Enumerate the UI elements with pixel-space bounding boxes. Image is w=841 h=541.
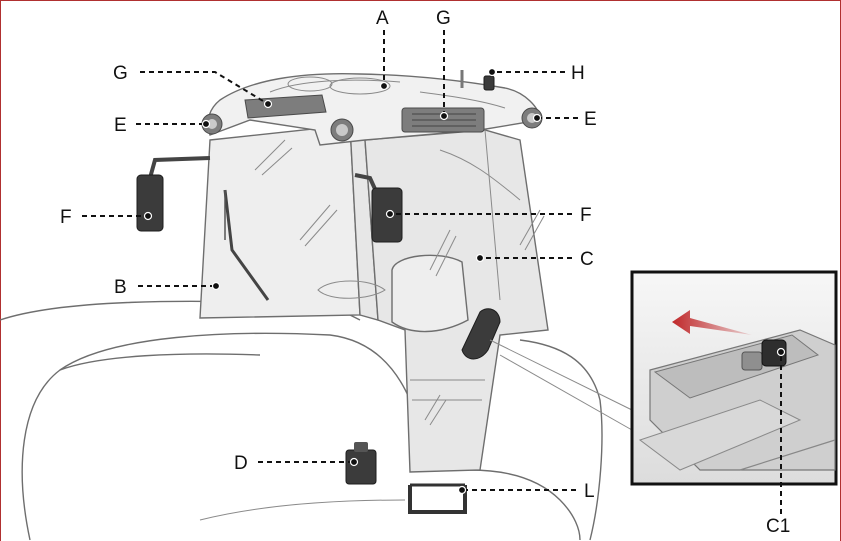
wiper [223, 189, 270, 301]
callout-h: H [571, 63, 585, 84]
step [408, 485, 467, 514]
callout-g-left: G [113, 63, 128, 84]
callout-f-right: F [580, 205, 592, 226]
callout-b: B [114, 277, 127, 298]
callout-e-left: E [114, 115, 127, 136]
roof-vent-front [244, 94, 327, 119]
left-window [199, 124, 361, 319]
mirror-left [136, 174, 164, 232]
callout-a: A [376, 8, 389, 29]
tractor-cab [199, 123, 549, 473]
callout-l: L [584, 481, 595, 502]
callout-g-top: G [436, 8, 451, 29]
glass-reflections [254, 139, 545, 426]
tractor-body [0, 300, 603, 541]
callout-c1: C1 [766, 516, 790, 537]
cab-roof [201, 70, 543, 146]
callout-d: D [234, 453, 248, 474]
callout-e-right: E [584, 109, 597, 130]
antenna-base [483, 75, 495, 91]
callout-c: C [580, 249, 594, 270]
callout-leaders [82, 30, 786, 514]
callout-f-left: F [60, 207, 72, 228]
seat [391, 254, 469, 333]
callout-labels: A G G H E E F F C B D L C1 [60, 8, 790, 537]
steering-wheel [317, 280, 386, 299]
red-arrow [672, 310, 752, 335]
inset-detail [630, 270, 838, 486]
door-latch [461, 308, 501, 360]
